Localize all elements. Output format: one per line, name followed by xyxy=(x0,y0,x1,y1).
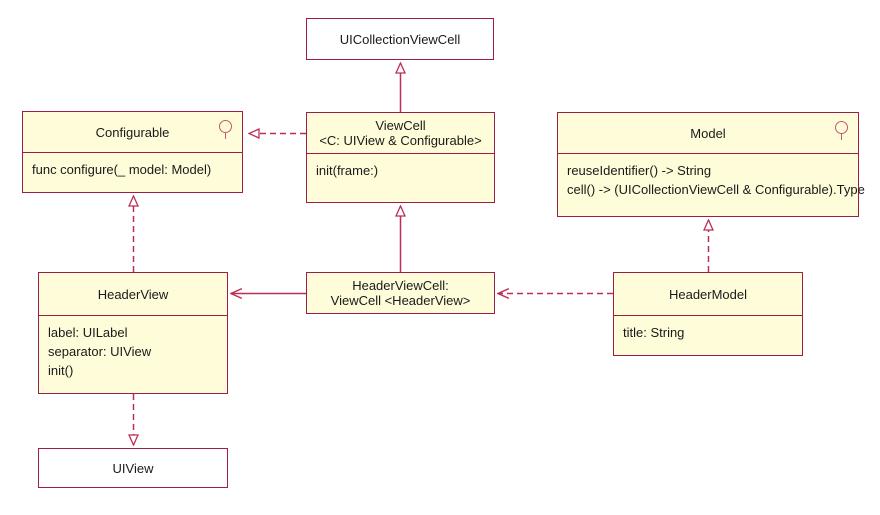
class-box-uiview[interactable]: UIView xyxy=(38,448,228,488)
member-line: init(frame:) xyxy=(316,163,379,178)
class-header: ViewCell <C: UIView & Configurable> xyxy=(307,113,494,154)
member-line: func configure(_ model: Model) xyxy=(32,162,212,177)
class-title: UICollectionViewCell xyxy=(339,31,461,47)
class-box-model[interactable]: Model reuseIdentifier() -> String cell()… xyxy=(557,112,865,217)
class-title: HeaderModel xyxy=(668,286,748,302)
interface-lollipop-icon xyxy=(834,121,849,143)
class-header: HeaderView xyxy=(39,273,227,316)
class-box-headerview[interactable]: HeaderView label: UILabel separator: UIV… xyxy=(38,272,228,394)
class-members: reuseIdentifier() -> String cell() -> (U… xyxy=(558,154,865,199)
member-line: reuseIdentifier() -> String xyxy=(567,163,712,178)
member-line: title: String xyxy=(623,325,685,340)
class-members: init(frame:) xyxy=(307,154,494,180)
interface-lollipop-icon xyxy=(218,120,233,142)
class-box-headerviewcell[interactable]: HeaderViewCell: ViewCell <HeaderView> xyxy=(306,272,495,314)
class-members: label: UILabel separator: UIView init() xyxy=(39,316,227,380)
class-title: UIView xyxy=(112,460,154,476)
class-box-headermodel[interactable]: HeaderModel title: String xyxy=(613,272,803,356)
class-box-viewcell[interactable]: ViewCell <C: UIView & Configurable> init… xyxy=(306,112,495,203)
member-line: separator: UIView xyxy=(48,344,152,359)
class-generic-parameter: <C: UIView & Configurable> xyxy=(319,133,482,148)
class-title: HeaderView xyxy=(97,286,169,302)
class-generic-parameter: ViewCell <HeaderView> xyxy=(330,293,471,308)
class-header: HeaderModel xyxy=(614,273,802,316)
class-header: Model xyxy=(558,113,858,154)
class-members: title: String xyxy=(614,316,802,342)
class-title: Configurable xyxy=(95,124,170,140)
class-title: ViewCell xyxy=(375,118,426,133)
member-line: cell() -> (UICollectionViewCell & Config… xyxy=(567,182,865,197)
class-title: HeaderViewCell: xyxy=(352,278,449,293)
class-header: Configurable xyxy=(23,112,242,153)
class-members: func configure(_ model: Model) xyxy=(23,153,242,179)
class-box-uicollectionviewcell[interactable]: UICollectionViewCell xyxy=(306,18,494,60)
member-line: init() xyxy=(48,363,74,378)
class-box-configurable[interactable]: Configurable func configure(_ model: Mod… xyxy=(22,111,243,193)
member-line: label: UILabel xyxy=(48,325,128,340)
class-title: Model xyxy=(690,125,726,141)
